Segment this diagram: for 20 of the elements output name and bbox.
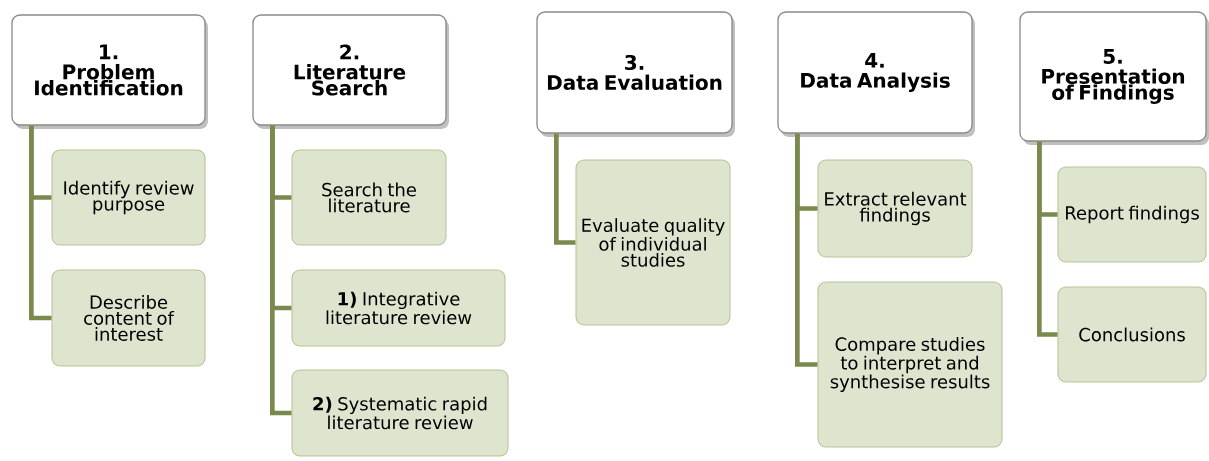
step-box: 2. Literature Search: [252, 14, 447, 126]
task-box: 1) Integrative literature review: [291, 269, 506, 347]
step-box: 1. Problem Identification: [11, 14, 206, 126]
step-box: 4. Data Analysis: [777, 11, 973, 134]
connector-line: [270, 125, 292, 416]
task-box: Evaluate quality of individual studies: [575, 159, 731, 326]
task-box: Search the literature: [291, 149, 447, 246]
task-box: Describe content of interest: [51, 269, 206, 367]
task-box: Identify review purpose: [51, 149, 206, 246]
task-box: Compare studies to interpret and synthesise results: [817, 281, 1003, 448]
step-box: 5. Presentation of Findings: [1019, 11, 1207, 142]
step-box: 3. Data Evaluation: [536, 11, 733, 134]
connector-line: [1037, 141, 1058, 337]
connector-line: [795, 133, 818, 367]
connector-line: [554, 133, 576, 245]
task-box: 2) Systematic rapid literature review: [291, 369, 509, 457]
connector-line: [29, 125, 52, 321]
task-box: Conclusions: [1057, 286, 1207, 383]
task-box: Extract relevant findings: [817, 159, 973, 258]
task-box: Report findings: [1057, 166, 1207, 263]
